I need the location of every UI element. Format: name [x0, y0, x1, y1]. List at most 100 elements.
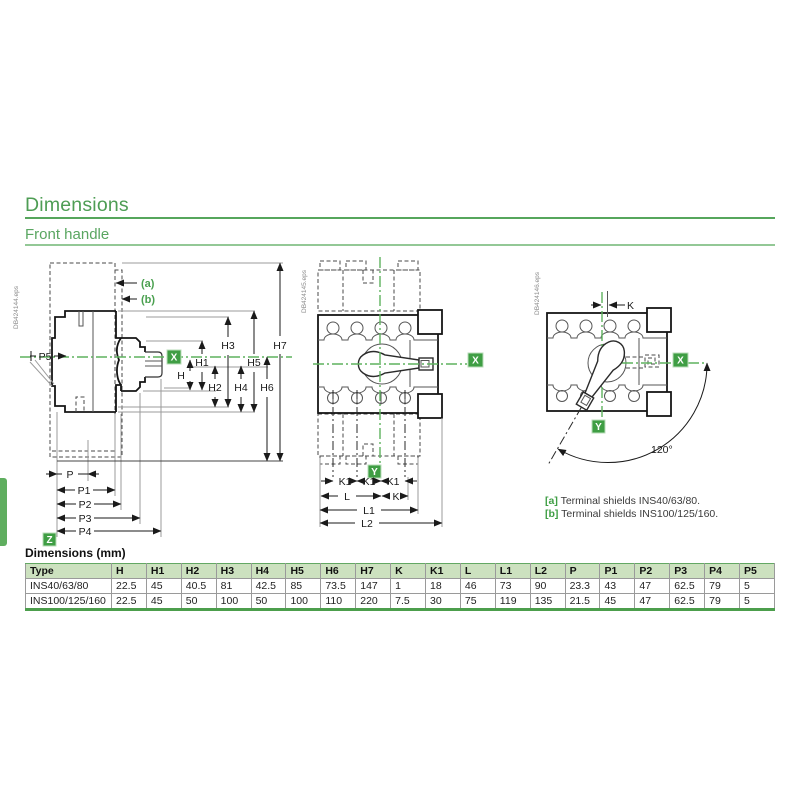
svg-text:L1: L1	[363, 505, 375, 517]
table-header-cell: K1	[425, 563, 461, 579]
svg-text:X: X	[677, 356, 684, 367]
table-header-cell: H2	[180, 563, 217, 579]
svg-text:L2: L2	[361, 518, 373, 530]
svg-text:H4: H4	[234, 382, 248, 394]
pole-axis-lines	[332, 390, 406, 477]
rotation-arc: 120°	[557, 362, 711, 463]
dims-width: K1 K1 K1 L K L1 L2	[319, 476, 443, 530]
table-cell: 90	[529, 578, 566, 594]
table-header-cell: K	[390, 563, 427, 579]
table-cell: 81	[215, 578, 252, 594]
datum-x-marker: X	[467, 352, 484, 368]
svg-text:K1: K1	[387, 476, 400, 488]
table-cell: 1	[390, 578, 427, 594]
table-header-cell: H5	[285, 563, 322, 579]
table-cell: 50	[250, 593, 287, 610]
note-line: [a] Terminal shields INS40/63/80.	[545, 495, 718, 508]
datum-x-marker: X	[672, 352, 689, 368]
table-header-cell: P1	[599, 563, 636, 579]
rotation-angle-label: 120°	[651, 444, 673, 456]
table-header-cell: P3	[669, 563, 706, 579]
svg-text:Y: Y	[595, 422, 602, 433]
table-cell: 42.5	[250, 578, 287, 594]
svg-text:P5: P5	[39, 351, 52, 363]
table-header-cell: H1	[145, 563, 182, 579]
svg-text:P1: P1	[78, 485, 91, 497]
table-header-cell: H	[111, 563, 147, 579]
table-cell: INS100/125/160	[25, 593, 112, 610]
note-tag: [a]	[545, 495, 558, 507]
table-header-cell: H7	[355, 563, 392, 579]
table-cell: 18	[425, 578, 461, 594]
table-cell: 22.5	[111, 578, 147, 594]
table-header-cell: Type	[25, 563, 112, 579]
svg-text:H6: H6	[260, 382, 274, 394]
table-cell: 62.5	[669, 578, 706, 594]
callout-b: (b)	[141, 294, 155, 306]
note-text: Terminal shields INS40/63/80.	[560, 495, 701, 507]
table-header-cell: P5	[739, 563, 775, 579]
svg-text:K: K	[627, 300, 634, 312]
svg-text:K1: K1	[339, 476, 352, 488]
svg-text:Y: Y	[371, 467, 378, 478]
table-cell: 79	[704, 593, 741, 610]
table-cell: 100	[285, 593, 322, 610]
svg-text:X: X	[171, 353, 178, 364]
svg-text:H3: H3	[221, 340, 235, 352]
figure-notes: [a] Terminal shields INS40/63/80. [b] Te…	[545, 495, 718, 521]
svg-text:P: P	[66, 469, 73, 481]
datum-z-marker: Z	[42, 532, 57, 547]
table-title: Dimensions (mm)	[25, 546, 126, 560]
table-cell: 7.5	[390, 593, 427, 610]
drawing-side-view: DB424144.eps	[13, 262, 292, 547]
page-title: Dimensions	[25, 194, 129, 216]
table-header-cell: P2	[634, 563, 671, 579]
table-header-cell: L	[459, 563, 496, 579]
section-subtitle: Front handle	[25, 226, 110, 243]
note-line: [b] Terminal shields INS100/125/160.	[545, 508, 718, 521]
extension-lines	[56, 262, 283, 537]
table-header-cell: L1	[494, 563, 531, 579]
title-rule	[25, 217, 775, 219]
bottom-shield-outline	[317, 413, 421, 465]
table-cell: 73	[494, 578, 531, 594]
table-header-cell: P	[564, 563, 601, 579]
table-cell: 46	[459, 578, 496, 594]
table-cell: INS40/63/80	[25, 578, 112, 594]
terminal-shield-outline	[49, 262, 123, 458]
table-cell: 30	[425, 593, 461, 610]
handle-lever-rotated	[570, 335, 631, 415]
subtitle-rule	[25, 244, 775, 246]
figure-ref-label: DB424146.eps	[534, 271, 541, 315]
table-cell: 45	[599, 593, 636, 610]
switch-body-side	[51, 310, 163, 413]
figure-ref-label: DB424145.eps	[301, 269, 308, 313]
table-cell: 45	[145, 593, 182, 610]
callout-a: (a)	[141, 278, 155, 290]
svg-text:H2: H2	[208, 382, 222, 394]
svg-text:H7: H7	[273, 340, 287, 352]
table-cell: 5	[739, 593, 775, 610]
dims-depth: P P1 P2 P3 P4	[46, 469, 162, 538]
svg-text:P2: P2	[79, 499, 92, 511]
table-header-cell: H6	[320, 563, 357, 579]
svg-text:L: L	[344, 491, 350, 503]
table-header-cell: H4	[250, 563, 287, 579]
table-cell: 75	[459, 593, 496, 610]
table-header-cell: L2	[529, 563, 566, 579]
table-cell: 45	[145, 578, 182, 594]
svg-text:X: X	[472, 356, 479, 367]
svg-text:H5: H5	[247, 357, 261, 369]
table-cell: 43	[599, 578, 636, 594]
svg-text:P4: P4	[79, 526, 92, 538]
table-cell: 47	[634, 578, 671, 594]
table-cell: 22.5	[111, 593, 147, 610]
svg-text:H1: H1	[195, 357, 209, 369]
svg-text:Z: Z	[46, 535, 52, 546]
svg-text:K: K	[392, 491, 399, 503]
